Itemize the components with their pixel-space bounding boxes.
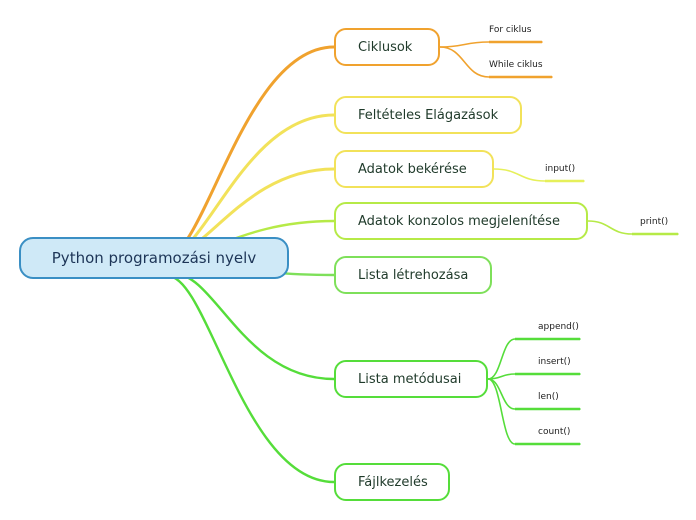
topic-adatok-bekerese[interactable]: Adatok bekérése: [334, 150, 494, 188]
leaf-input[interactable]: input(): [545, 164, 576, 174]
topic-label: Ciklusok: [358, 39, 413, 55]
topic-label: Fájlkezelés: [358, 474, 428, 490]
leaf-connector: [439, 46, 553, 78]
topic-connector: [163, 45, 336, 260]
leaf-insert[interactable]: insert(): [538, 357, 571, 367]
topic-fajlkezeles[interactable]: Fájlkezelés: [334, 463, 450, 501]
leaf-connector: [487, 373, 581, 380]
leaf-print[interactable]: print(): [640, 217, 669, 227]
leaf-connector: [493, 168, 585, 182]
topic-label: Adatok bekérése: [358, 161, 467, 177]
topic-adatok-konzolos-megjelenitese[interactable]: Adatok konzolos megjelenítése: [334, 202, 588, 240]
leaf-connector: [587, 220, 679, 235]
topic-felteteles-elagazasok[interactable]: Feltételes Elágazások: [334, 96, 522, 134]
leaf-count[interactable]: count(): [538, 427, 571, 437]
topic-label: Feltételes Elágazások: [358, 107, 499, 123]
topic-label: Lista létrehozása: [358, 267, 469, 283]
leaf-len[interactable]: len(): [538, 392, 559, 402]
topic-connector: [166, 274, 336, 484]
leaf-connector: [487, 378, 581, 410]
topic-connector: [173, 272, 336, 381]
leaf-for-ciklus[interactable]: For ciklus: [489, 25, 532, 35]
root-node[interactable]: Python programozási nyelv: [19, 237, 289, 279]
topic-lista-metodusai[interactable]: Lista metódusai: [334, 360, 488, 398]
topic-lista-letrehozasa[interactable]: Lista létrehozása: [334, 256, 492, 294]
topic-label: Adatok konzolos megjelenítése: [358, 213, 560, 229]
topic-ciklusok[interactable]: Ciklusok: [334, 28, 440, 66]
leaf-while-ciklus[interactable]: While ciklus: [489, 60, 543, 70]
root-label: Python programozási nyelv: [51, 249, 257, 267]
leaf-append[interactable]: append(): [538, 322, 579, 332]
leaf-connector: [487, 378, 581, 445]
leaf-connector: [487, 338, 581, 380]
topic-label: Lista metódusai: [358, 371, 462, 387]
leaf-connector: [439, 41, 543, 48]
